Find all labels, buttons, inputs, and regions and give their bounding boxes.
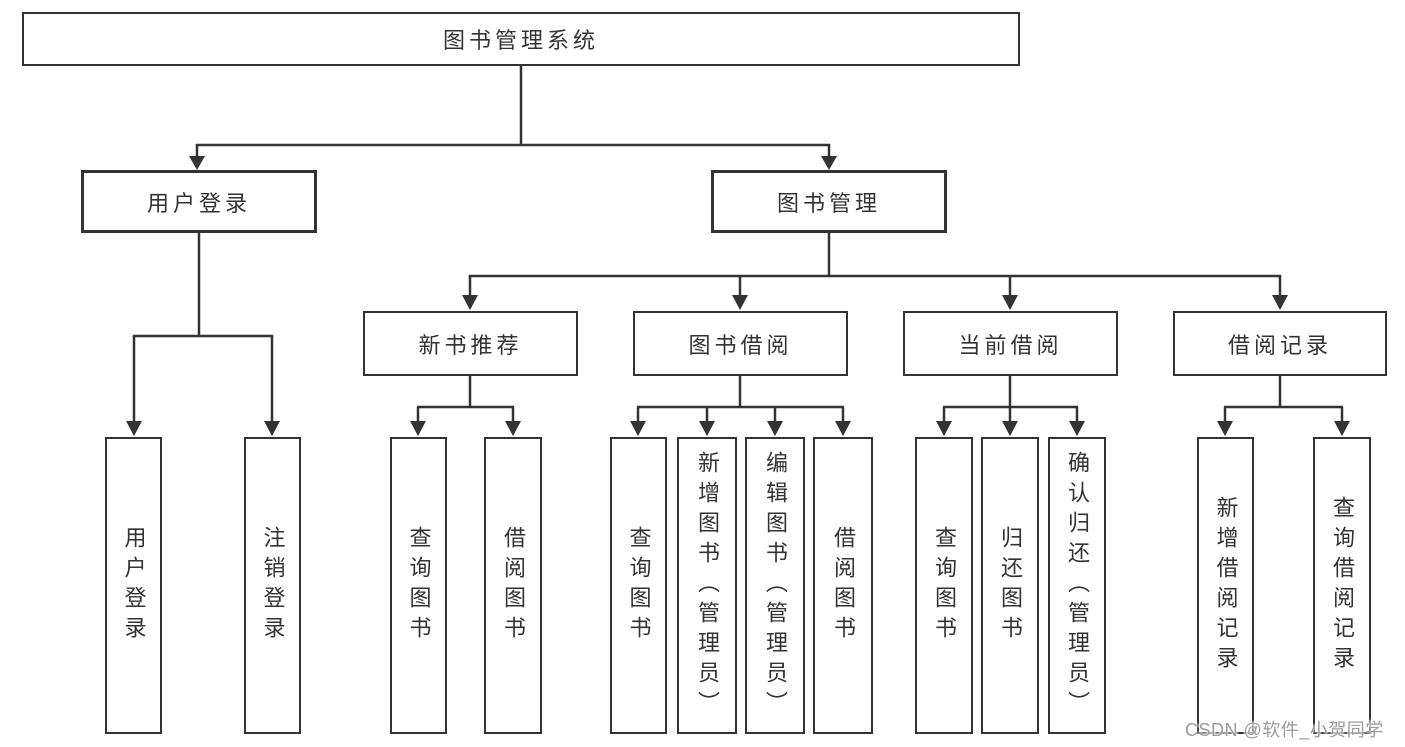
node-borrow-records: 借阅记录: [1173, 311, 1387, 376]
leaf-add-book-admin-label: 新增图书（管理员）: [695, 450, 720, 721]
leaf-query-borrow-record-label: 查询借阅记录: [1330, 495, 1355, 676]
leaf-borrow-books-recommend: 借阅图书: [484, 437, 542, 734]
leaf-return-books: 归还图书: [981, 437, 1039, 734]
leaf-borrow-books: 借阅图书: [813, 437, 873, 734]
leaf-add-borrow-record: 新增借阅记录: [1197, 437, 1254, 734]
leaf-query-books-borrow: 查询图书: [610, 437, 667, 734]
connector-user-login-to-leaves: [126, 233, 280, 436]
leaf-borrow-books-recommend-label: 借阅图书: [501, 525, 526, 646]
leaf-query-borrow-record: 查询借阅记录: [1313, 437, 1371, 734]
connector-book-management-to-level3: [462, 233, 1288, 310]
connector-new-book-to-leaves: [410, 376, 521, 436]
leaf-add-book-admin: 新增图书（管理员）: [677, 437, 737, 734]
node-book-borrow-label: 图书借阅: [688, 332, 793, 358]
connector-borrow-records-to-leaves: [1217, 376, 1350, 436]
node-new-book-recommend: 新书推荐: [363, 311, 578, 376]
leaf-confirm-return-admin-label: 确认归还（管理员）: [1065, 450, 1090, 721]
leaf-add-borrow-record-label: 新增借阅记录: [1213, 495, 1239, 676]
node-user-login-label: 用户登录: [146, 190, 251, 216]
node-new-book-recommend-label: 新书推荐: [418, 332, 523, 358]
connector-root-to-level2: [189, 66, 837, 170]
leaf-query-books-recommend: 查询图书: [390, 437, 447, 734]
csdn-watermark: CSDN @软件_小贺同学: [1185, 720, 1384, 740]
leaf-query-books-borrow-label: 查询图书: [626, 525, 652, 646]
connector-book-borrow-to-leaves: [630, 376, 851, 436]
leaf-logout: 注销登录: [244, 437, 301, 734]
leaf-confirm-return-admin: 确认归还（管理员）: [1048, 437, 1106, 734]
leaf-edit-book-admin: 编辑图书（管理员）: [745, 437, 805, 734]
leaf-user-login: 用户登录: [105, 437, 162, 734]
leaf-user-login-label: 用户登录: [121, 525, 147, 646]
node-book-management: 图书管理: [711, 170, 947, 233]
node-current-borrow: 当前借阅: [903, 311, 1118, 376]
leaf-logout-label: 注销登录: [260, 525, 286, 646]
leaf-query-books-current: 查询图书: [915, 437, 973, 734]
leaf-return-books-label: 归还图书: [998, 525, 1023, 646]
leaf-borrow-books-label: 借阅图书: [831, 525, 856, 646]
node-root-label: 图书管理系统: [442, 28, 599, 53]
leaf-edit-book-admin-label: 编辑图书（管理员）: [763, 450, 788, 721]
node-book-borrow: 图书借阅: [633, 311, 848, 376]
leaf-query-books-current-label: 查询图书: [932, 525, 957, 646]
node-root-library-system: 图书管理系统: [22, 12, 1020, 66]
node-borrow-records-label: 借阅记录: [1227, 332, 1332, 358]
connector-current-borrow-to-leaves: [936, 376, 1085, 436]
node-current-borrow-label: 当前借阅: [958, 332, 1063, 358]
node-book-management-label: 图书管理: [776, 190, 881, 216]
node-user-login: 用户登录: [81, 170, 317, 233]
leaf-query-books-recommend-label: 查询图书: [406, 525, 432, 646]
